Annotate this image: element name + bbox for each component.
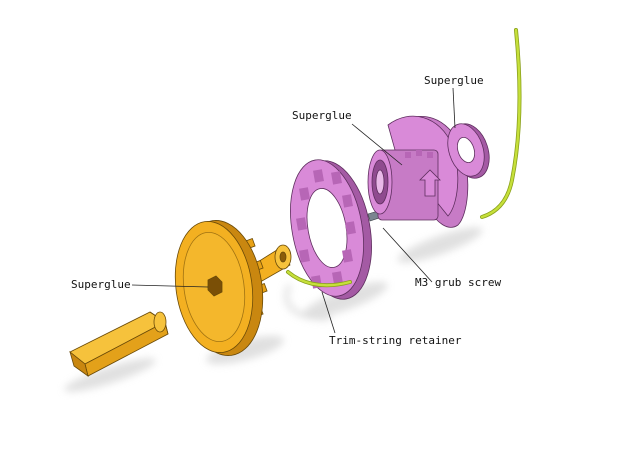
superglue-label-left: Superglue: [71, 278, 131, 291]
leader-lines: [131, 87, 456, 334]
pink-washer: [447, 123, 490, 179]
trim-string-retainer-label: Trim-string retainer: [329, 334, 462, 347]
superglue-label-mid: Superglue: [292, 109, 352, 122]
orange-hub: [174, 220, 292, 356]
pink-spoked-ring: [290, 159, 372, 300]
drop-shadows: [64, 227, 483, 392]
grub-screw-label: M3 grub screw: [415, 276, 502, 289]
trim-string-right: [480, 28, 522, 219]
superglue-label-top: Superglue: [424, 74, 484, 87]
hex-shaft: [69, 311, 169, 377]
